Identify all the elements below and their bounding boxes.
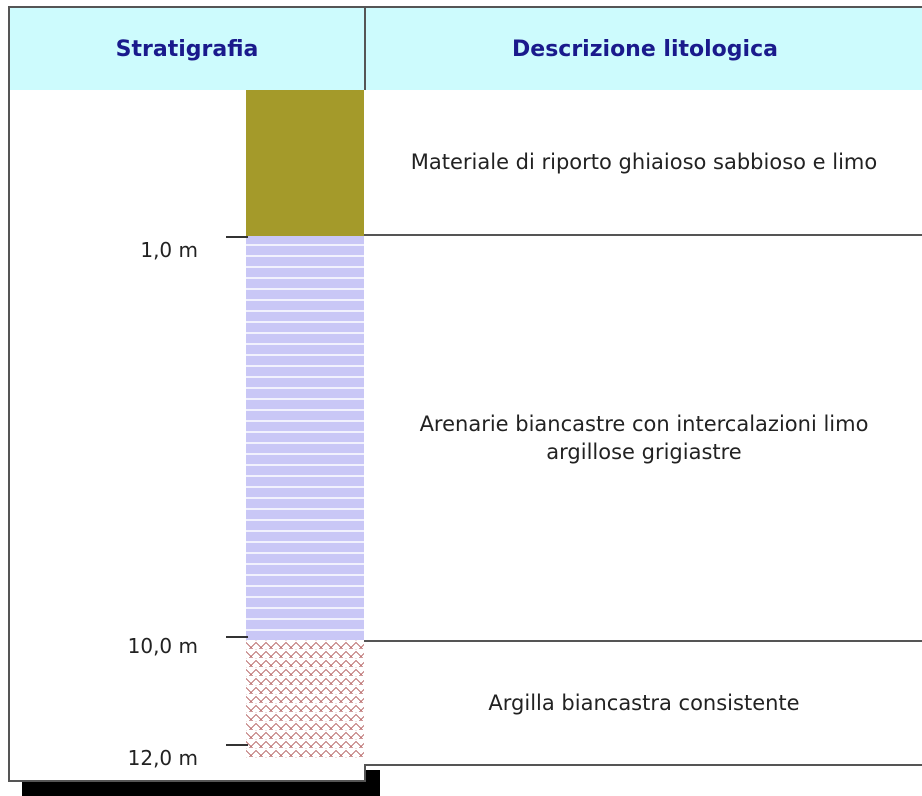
layer-description: Materiale di riporto ghiaioso sabbioso e… xyxy=(364,90,922,236)
stratigraphy-header: Stratigrafia xyxy=(8,6,366,92)
depth-label: 1,0 m xyxy=(140,238,198,262)
layer-description: Arenarie biancastre con intercalazioni l… xyxy=(364,234,922,642)
depth-tick xyxy=(226,636,248,638)
depth-tick xyxy=(226,744,248,746)
depth-label: 10,0 m xyxy=(127,634,198,658)
depth-tick xyxy=(226,236,248,238)
lithology-description-header: Descrizione litologica xyxy=(364,6,922,92)
layer-clay xyxy=(246,640,364,758)
depth-label: 12,0 m xyxy=(127,746,198,770)
layer-fill-material xyxy=(246,90,364,236)
layer-description: Argilla biancastra consistente xyxy=(364,640,922,766)
stratigraphy-table: Stratigrafia Descrizione litologica 1,0 … xyxy=(8,6,922,782)
layer-sandstone xyxy=(246,236,364,640)
